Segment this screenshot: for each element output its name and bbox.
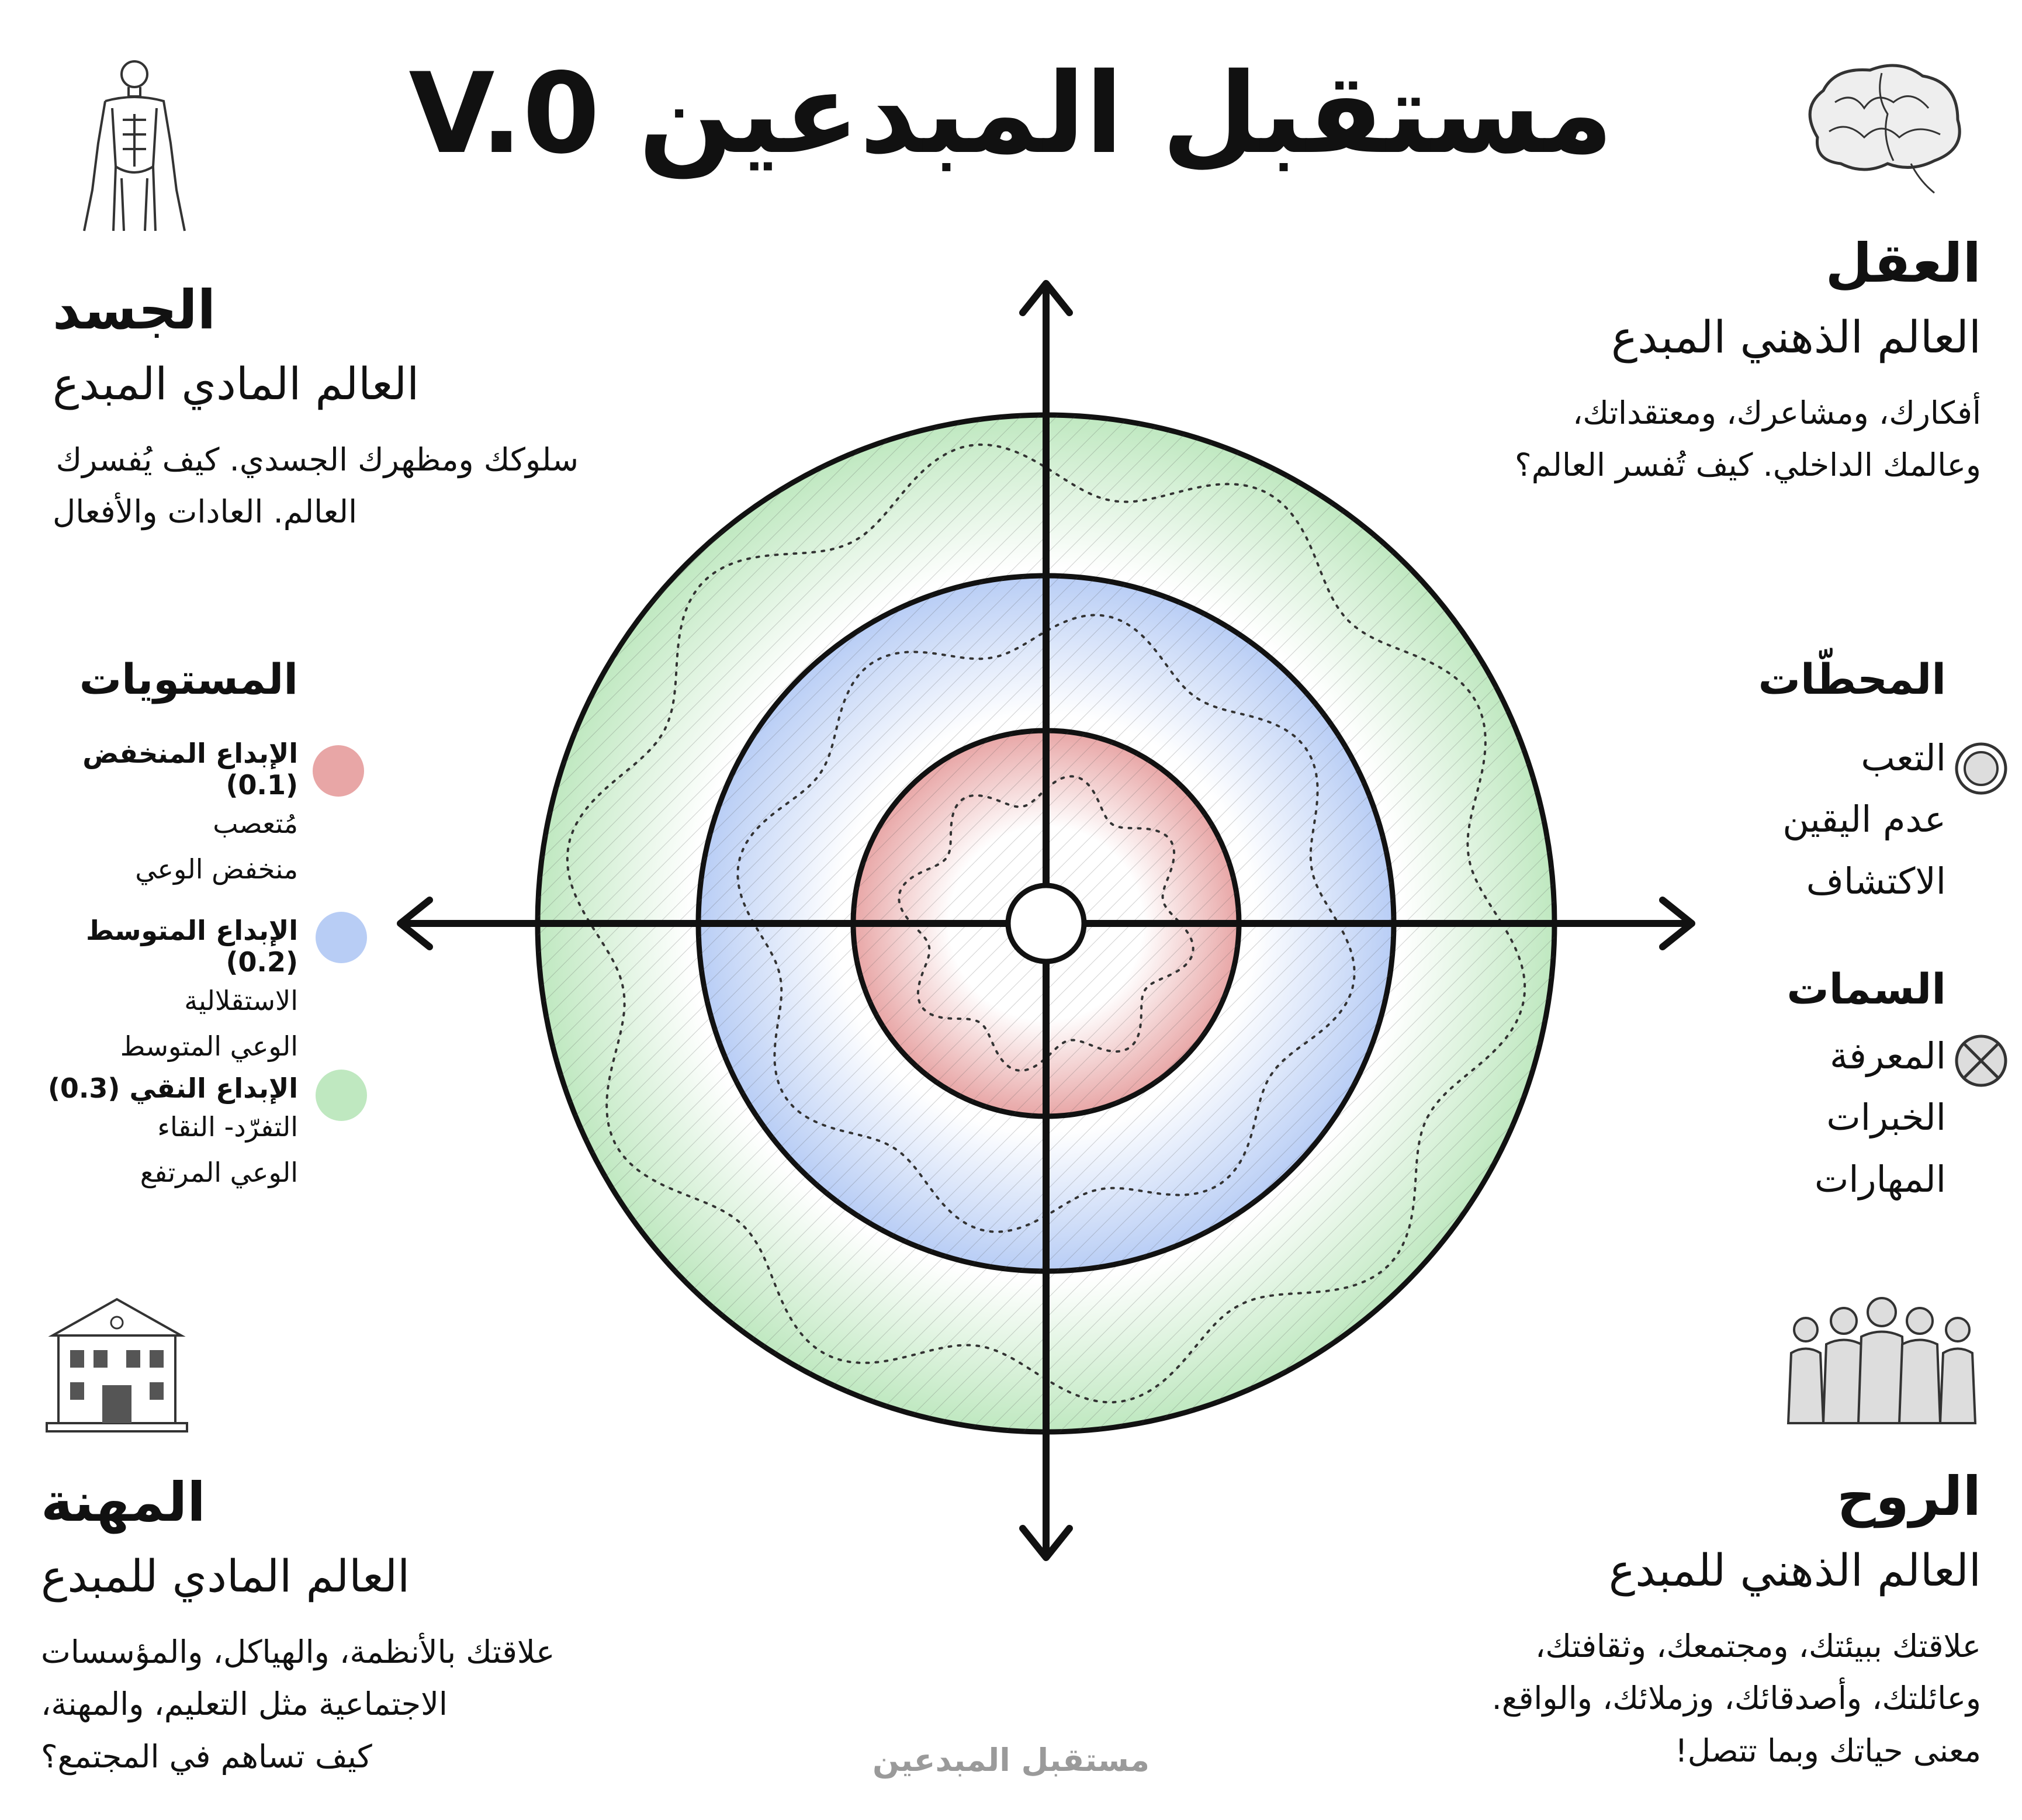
trait-item: الخبرات <box>1695 1087 1946 1148</box>
traits-section: السمات المعرفة الخبرات المهارات <box>1695 964 1946 1210</box>
brain-icon <box>1794 56 1969 207</box>
level-title: الإبداع المنخفض (0.1) <box>41 738 298 801</box>
crossed-circle-icon <box>1952 1032 2010 1090</box>
station-item: الاكتشاف <box>1695 850 1946 912</box>
trait-item: المعرفة <box>1695 1025 1946 1087</box>
career-line: كيف تساهم في المجتمع؟ <box>41 1731 567 1783</box>
level-title: الإبداع النقي (0.3) <box>41 1072 298 1104</box>
station-item: التعب <box>1695 727 1946 788</box>
spirit-line: معنى حياتك وبما تتصل! <box>1403 1725 1981 1777</box>
level-item-low: الإبداع المنخفض (0.1) مُتعصب منخفض الوعي <box>41 738 298 892</box>
career-line: الاجتماعية مثل التعليم، والمهنة، <box>41 1678 567 1730</box>
level-title: الإبداع المتوسط (0.2) <box>41 915 298 978</box>
center-point <box>1008 885 1084 961</box>
level-line: مُتعصب <box>41 801 298 846</box>
page-title: مستقبل المبدعين V.0 <box>0 53 2022 175</box>
concentric-circle-icon <box>1952 739 2010 798</box>
level-line: الوعي المتوسط <box>41 1023 298 1069</box>
stations-heading: المحطّات <box>1695 655 1946 704</box>
levels-legend: المستويات <box>47 655 298 704</box>
level-item-pure: الإبداع النقي (0.3) التفرّد- النقاء الوع… <box>41 1072 298 1195</box>
career-line: علاقتك بالأنظمة، والهياكل، والمؤسسات <box>41 1626 567 1678</box>
human-anatomy-icon <box>41 56 228 243</box>
level-item-medium: الإبداع المتوسط (0.2) الاستقلالية الوعي … <box>41 915 298 1069</box>
footer-label: مستقبل المبدعين <box>806 1742 1216 1779</box>
trait-item: المهارات <box>1695 1148 1946 1210</box>
level-pure-swatch <box>316 1070 367 1121</box>
stations-section: المحطّات التعب عدم اليقين الاكتشاف <box>1695 655 1946 912</box>
spirit-line: وعائلتك، وأصدقائك، وزملائك، والواقع. <box>1403 1672 1981 1724</box>
creativity-target-diagram <box>386 269 1706 1578</box>
traits-heading: السمات <box>1695 964 1946 1013</box>
station-item: عدم اليقين <box>1695 788 1946 850</box>
level-low-swatch <box>313 745 364 797</box>
levels-heading: المستويات <box>47 655 298 704</box>
people-group-icon <box>1782 1289 1981 1429</box>
spirit-line: علاقتك ببيئتك، ومجتمعك، وثقافتك، <box>1403 1620 1981 1672</box>
level-line: التفرّد- النقاء <box>41 1104 298 1150</box>
level-line: منخفض الوعي <box>41 846 298 892</box>
level-line: الوعي المرتفع <box>41 1150 298 1195</box>
level-medium-swatch <box>316 912 367 963</box>
building-icon <box>44 1295 190 1435</box>
level-line: الاستقلالية <box>41 978 298 1023</box>
